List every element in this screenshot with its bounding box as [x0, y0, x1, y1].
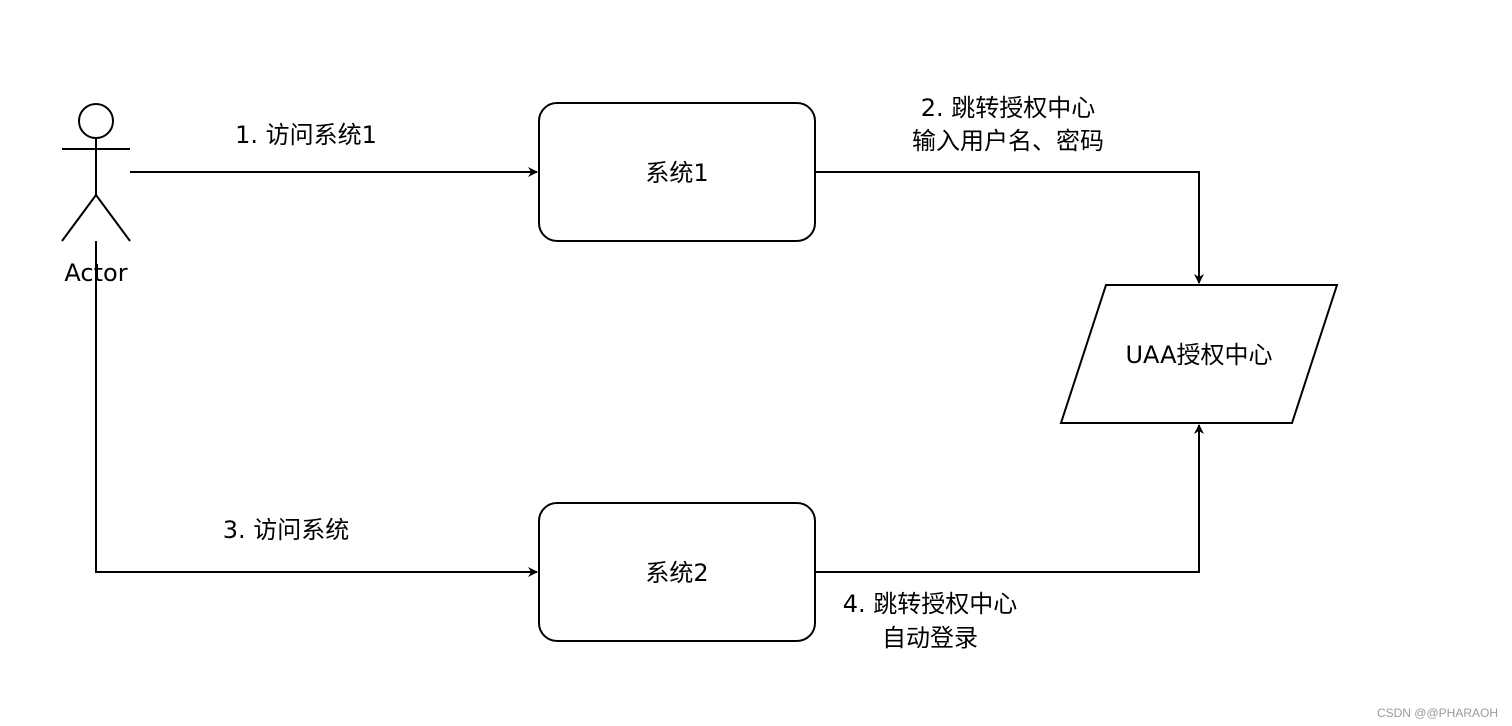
system2-label: 系统2	[645, 559, 708, 587]
edge-actor-to-system2	[95, 241, 538, 577]
system1-label: 系统1	[645, 159, 708, 187]
actor-left-leg	[61, 194, 97, 242]
edge-step3-label: 3. 访问系统	[223, 516, 350, 544]
edge-step4-label-line2: 自动登录	[882, 624, 978, 652]
auth-center-shape	[1059, 284, 1339, 424]
edge-step2-label-line2: 输入用户名、密码	[912, 127, 1104, 155]
actor-head	[78, 103, 114, 139]
auth-center-label: UAA授权中心	[1125, 341, 1272, 369]
edge-system1-to-auth	[815, 171, 1204, 284]
actor-figure	[61, 103, 131, 242]
watermark: CSDN @@PHARAOH	[1376, 706, 1498, 720]
edge-step2-label-line1: 2. 跳转授权中心	[921, 94, 1096, 122]
edge-step4-label-line1: 4. 跳转授权中心	[843, 590, 1018, 618]
edge-system2-to-auth	[815, 424, 1204, 573]
actor-right-leg	[95, 194, 131, 242]
edge-step1-label: 1. 访问系统1	[235, 121, 377, 149]
